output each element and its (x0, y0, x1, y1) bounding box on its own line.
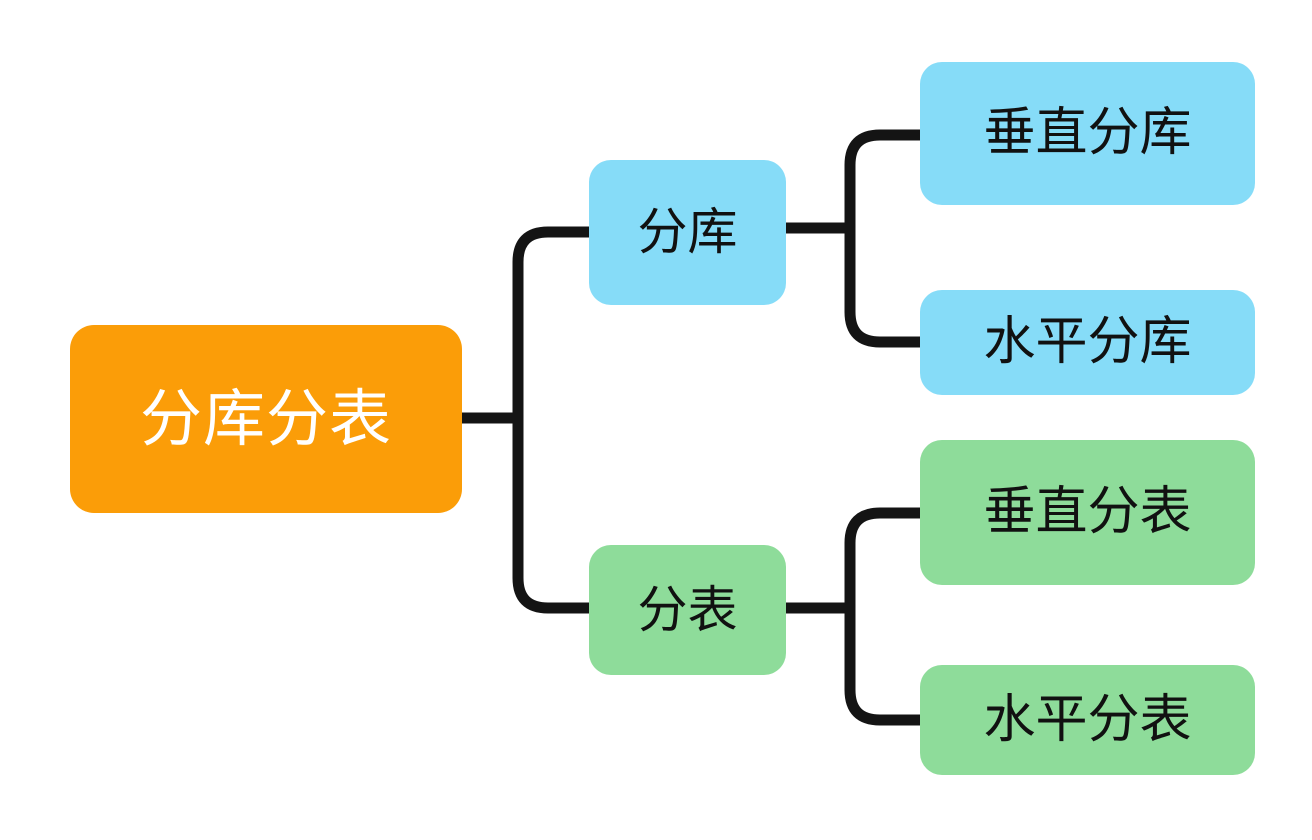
node-leaf-chuizhi-fenbiao-label: 垂直分表 (983, 482, 1192, 543)
edge-fenbiao-to-chuizhifenbiao (844, 507, 930, 614)
node-branch-fenbiao-label: 分表 (637, 580, 738, 639)
node-leaf-shuiping-fenbiao[interactable]: 水平分表 (920, 665, 1255, 775)
node-leaf-chuizhi-fenbiao[interactable]: 垂直分表 (920, 440, 1255, 585)
node-branch-fenbiao[interactable]: 分表 (589, 545, 786, 675)
node-leaf-chuizhi-fenku-label: 垂直分库 (983, 103, 1192, 164)
edge-root-to-fenbiao (512, 412, 598, 614)
node-root-fenku-fenbiao[interactable]: 分库分表 (70, 325, 462, 513)
node-branch-fenku[interactable]: 分库 (589, 160, 786, 305)
edge-root-to-fenku (512, 226, 598, 424)
node-leaf-shuiping-fenbiao-label: 水平分表 (983, 689, 1192, 750)
node-leaf-shuiping-fenku-label: 水平分库 (983, 312, 1192, 373)
node-branch-fenku-label: 分库 (637, 203, 738, 262)
node-leaf-chuizhi-fenku[interactable]: 垂直分库 (920, 62, 1255, 205)
edge-fenbiao-to-shuipingfenbiao (844, 602, 930, 726)
edge-fenku-to-chuizhifenku (844, 129, 930, 234)
edge-fenku-to-shuipingfenku (844, 222, 930, 348)
node-leaf-shuiping-fenku[interactable]: 水平分库 (920, 290, 1255, 395)
node-root-label: 分库分表 (139, 382, 392, 456)
